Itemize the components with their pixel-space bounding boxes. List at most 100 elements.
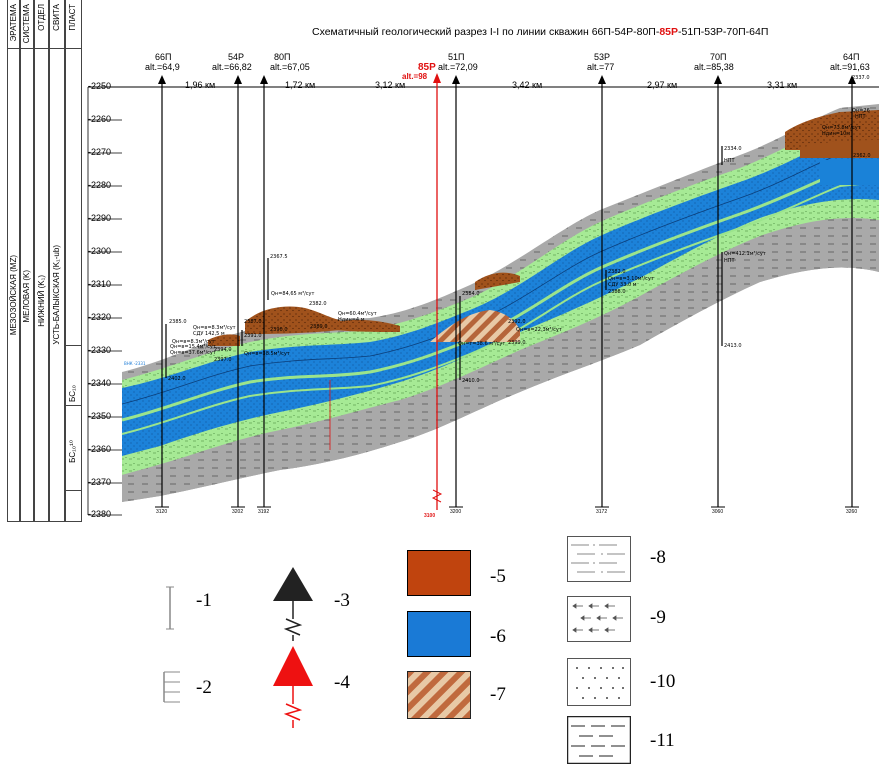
annotation: Hдин=4 м — [338, 317, 365, 323]
annotation: 2384.0 — [462, 291, 480, 297]
well-bottom-label: 3172 — [596, 509, 608, 515]
well-name-80p: 80П — [274, 52, 291, 62]
legend-label-7: -7 — [490, 684, 506, 705]
annotation: 2382.0 — [309, 301, 327, 307]
annotation: НПТ — [724, 258, 735, 264]
depth-tick: -2300 — [88, 246, 112, 256]
legend-swatch-arrows — [567, 596, 631, 642]
depth-tick: -2310 — [88, 279, 112, 289]
well-alt-85r: alt.=98 — [402, 72, 428, 81]
legend-label-11: -11 — [650, 730, 675, 751]
well-name-53r: 53Р — [594, 52, 611, 62]
annotation: 2394.0 — [214, 347, 232, 353]
annotation: 2362.0 — [853, 153, 871, 159]
title-suffix: -51П-53Р-70П-64П — [678, 26, 769, 38]
annotation: 2391.0 — [244, 333, 262, 339]
legend-label-1: -1 — [196, 590, 212, 611]
single-tick-icon — [166, 586, 174, 630]
title-prefix: Схематичный геологический разрез I-I по … — [312, 26, 660, 38]
distance-label: 3,42 км — [512, 80, 543, 90]
annotation: НПТ — [855, 114, 866, 120]
annotation: Qн=в=38.5м³/сут — [244, 351, 290, 357]
well-name-66p: 66П — [155, 52, 172, 62]
stratigraphy-column-plast — [65, 0, 82, 522]
legend-swatch-dots — [567, 658, 631, 706]
annotation: 2382.0 — [608, 269, 626, 275]
figure-title: Схематичный геологический разрез I-I по … — [312, 26, 768, 38]
annotation: Qн=в=37.6м³/сут — [170, 350, 216, 356]
annotation: Qн=412.1м³/сут — [724, 251, 766, 257]
plast-divider-1 — [65, 345, 82, 346]
annotation: Qн=84,65 м³/сут — [271, 291, 315, 297]
well-alt-80p: alt.=67,05 — [270, 62, 310, 72]
cross-section — [87, 73, 879, 516]
well-alt-64p: alt.=91,63 — [830, 62, 870, 72]
depth-tick: -2260 — [88, 114, 112, 124]
legend-label-5: -5 — [490, 566, 506, 587]
depth-tick: -2290 — [88, 213, 112, 223]
legend-swatch-dashes — [567, 716, 631, 764]
comb-tick-icon — [163, 671, 180, 703]
stratigraphy-column-eratema — [7, 0, 20, 522]
well-alt-66p: alt.=64,9 — [145, 62, 180, 72]
plast-divider-3 — [65, 490, 82, 491]
annotation: СДУ 33.0 м — [608, 282, 637, 288]
annotation: Qн=26 — [852, 108, 870, 114]
black-well-icon — [273, 567, 313, 641]
annotation: 2388.0 — [608, 289, 626, 295]
distance-label: 3,31 км — [767, 80, 798, 90]
annotation: 2387.0 — [244, 319, 262, 325]
well-name-85r: 85Р — [418, 62, 436, 73]
annotation: Qн=60.4м³/сут — [338, 311, 377, 317]
legend-label-10: -10 — [650, 671, 676, 692]
depth-tick: -2320 — [88, 312, 112, 322]
well-bottom-label: 3202 — [232, 509, 244, 515]
annotation: 2337.0 — [852, 75, 870, 81]
well-bottom-label: 3200 — [450, 509, 462, 515]
annotation: 2399.0 — [508, 340, 526, 346]
well-bottom-label: 3100 — [424, 513, 436, 519]
legend-label-4: -4 — [334, 672, 350, 693]
depth-tick: -2360 — [88, 444, 112, 454]
annotation: Qн=в=22.3м³/сут — [516, 327, 562, 333]
well-alt-51p: alt.=72,09 — [438, 62, 478, 72]
well-bottom-label: 3260 — [846, 509, 858, 515]
stratigraphy-column-svita — [49, 0, 65, 522]
annotation: НПТ — [724, 158, 735, 164]
annotation: 2410.0 — [462, 378, 480, 384]
annotation: Qн=т=38.6 м³/сут — [458, 341, 506, 347]
annotation: 2367.5 — [270, 254, 288, 260]
red-well-icon — [273, 646, 313, 728]
title-highlight: 85Р — [659, 26, 679, 38]
well-name-51p: 51П — [448, 52, 465, 62]
depth-tick: -2340 — [88, 378, 112, 388]
well-name-64p: 64П — [843, 52, 860, 62]
distance-label: 1,96 км — [185, 80, 216, 90]
depth-tick: -2330 — [88, 345, 112, 355]
annotation: Qн=в=3.10м³/сут — [608, 276, 654, 282]
annotation: 2413.0 — [724, 343, 742, 349]
legend-label-3: -3 — [334, 590, 350, 611]
annotation: Qн=в=8.3м³/сут — [172, 339, 215, 345]
annotation: 2397.0 — [214, 357, 232, 363]
well-bottom-label: 3120 — [156, 509, 168, 515]
well-bottom-label: 3192 — [258, 509, 270, 515]
depth-tick: -2250 — [88, 81, 112, 91]
depth-tick: -2380 — [88, 509, 112, 519]
annotation: Qн=в=15.4м³/сут — [170, 344, 216, 350]
legend-swatch-hatched — [407, 671, 471, 719]
legend-swatch-oil — [407, 550, 471, 596]
annotation: 2390.0 — [270, 327, 288, 333]
distance-label: 1,72 км — [285, 80, 316, 90]
annotation: Qн=в=8.3м³/сут — [193, 325, 236, 331]
legend-label-8: -8 — [650, 547, 666, 568]
legend-swatch-water — [407, 611, 471, 657]
annotation: Hдин=10м — [822, 131, 851, 137]
depth-tick: -2280 — [88, 180, 112, 190]
legend-label-6: -6 — [490, 626, 506, 647]
well-name-54r: 54Р — [228, 52, 245, 62]
well-alt-54r: alt.=66,82 — [212, 62, 252, 72]
annotation: Qн=73.8м³/сут — [822, 125, 861, 131]
annotation: 2385.0 — [169, 319, 187, 325]
